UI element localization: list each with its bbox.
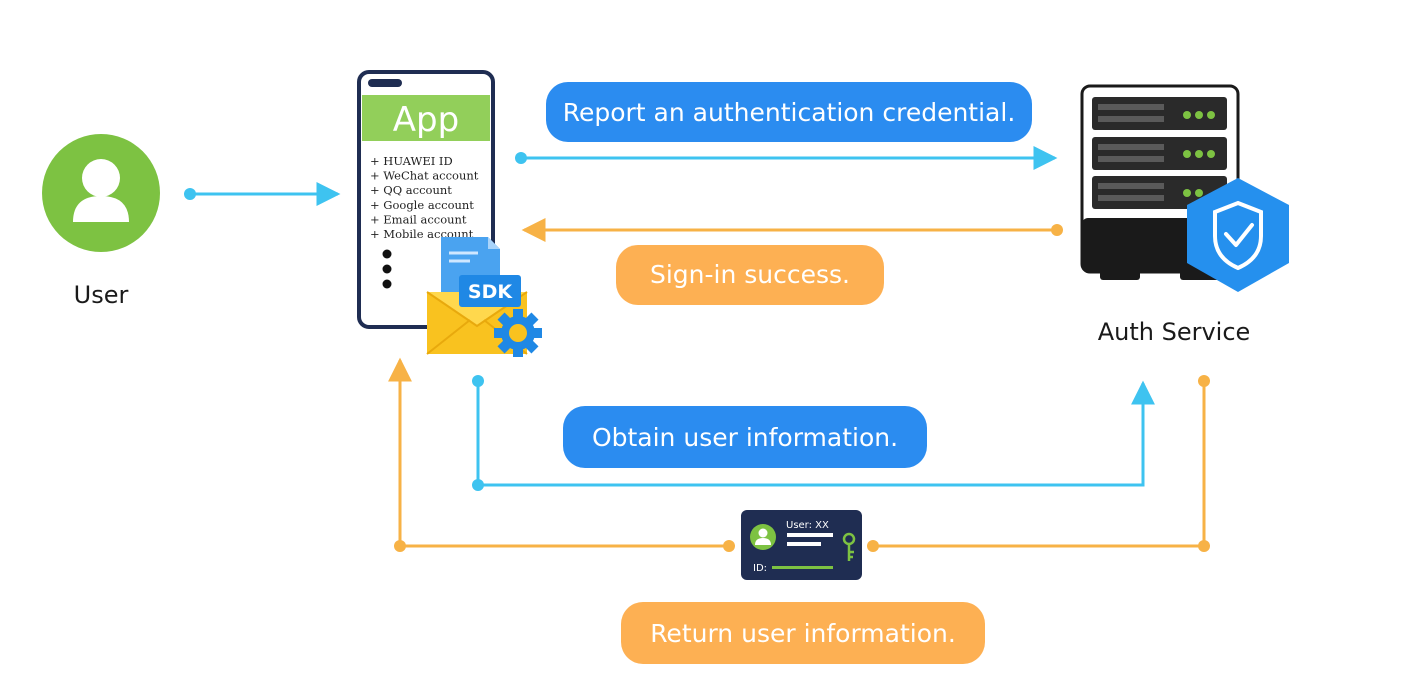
return-pill — [621, 602, 985, 664]
sdk-envelope-icon: SDK — [426, 237, 542, 357]
app-header — [362, 95, 490, 141]
app-account-item: + WeChat account — [370, 169, 479, 183]
phone-icon: App + HUAWEI ID+ WeChat account+ QQ acco… — [357, 70, 495, 329]
app-account-item: + Google account — [370, 198, 474, 212]
report-label: Report an authentication credential. — [563, 98, 1016, 127]
sdk-label: SDK — [468, 281, 513, 303]
app-account-item: + QQ account — [370, 183, 452, 197]
app-title: App — [393, 100, 459, 140]
user-avatar-icon — [42, 134, 160, 252]
card-id-text: ID: — [753, 563, 767, 574]
obtain-label: Obtain user information. — [592, 423, 898, 452]
more-dots-icon — [382, 249, 392, 289]
signin-pill — [616, 245, 884, 305]
app-account-item: + Email account — [370, 212, 467, 226]
obtain-pill — [563, 406, 927, 468]
auth-service-label: Auth Service — [1098, 318, 1251, 346]
step-signin-success: Sign-in success. — [521, 218, 1063, 305]
app-account-list: + HUAWEI ID+ WeChat account+ QQ account+… — [370, 154, 479, 241]
key-icon — [842, 532, 856, 561]
return-label: Return user information. — [650, 619, 956, 648]
step-report-credential: Report an authentication credential. — [515, 82, 1058, 170]
signin-label: Sign-in success. — [650, 260, 850, 289]
user-label: User — [74, 281, 129, 309]
user-card-icon: User: XX ID: — [741, 510, 862, 580]
app-account-item: + HUAWEI ID — [370, 154, 453, 168]
step-obtain-user-info: Obtain user information. — [472, 375, 1155, 491]
shield-check-icon — [1187, 178, 1289, 292]
card-user-text: User: XX — [786, 520, 829, 531]
user-to-app-arrow — [184, 182, 341, 206]
user-node: User — [42, 134, 160, 309]
report-pill — [546, 82, 1032, 142]
gear-icon — [494, 309, 542, 357]
step-return-user-info: Return user information. — [388, 357, 1210, 664]
